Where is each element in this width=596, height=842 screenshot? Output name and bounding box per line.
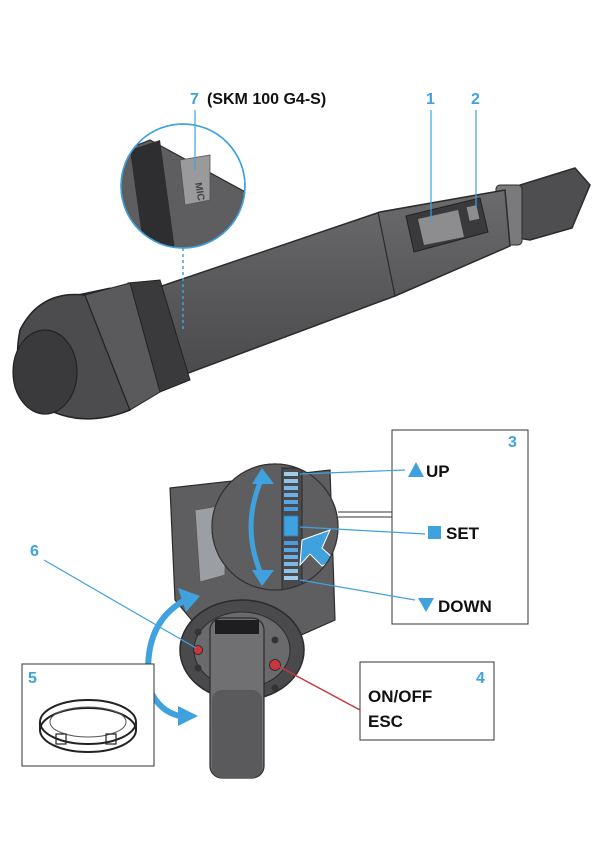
leader-up [299,469,406,475]
box-5 [21,663,155,767]
label-onoff: ON/OFF [368,687,432,706]
leader-down [299,579,416,601]
box-3 [391,429,529,625]
coding-ring-illustration [39,699,137,753]
callout-1: 1 [426,91,435,108]
box-4 [359,661,495,741]
set-square-icon [428,526,441,539]
label-up: UP [426,462,450,481]
mic-head-front [12,329,78,415]
zoom-detail-buttons [211,463,339,591]
callout-4: 4 [476,670,485,687]
zoom-detail-mic-label: MIC [120,123,246,249]
leader-6 [43,559,197,649]
rocker-up[interactable] [284,472,298,511]
callout-7-text: (SKM 100 G4-S) [207,91,326,108]
arrow-down-icon [252,570,274,586]
rotate-arrow-up-head [178,588,200,612]
rocker-down[interactable] [284,541,298,580]
rotate-arrow-down-head [178,706,198,726]
callout-7: 7 [190,91,199,108]
callout-2: 2 [471,91,480,108]
rocker-set[interactable] [283,515,299,537]
mic-label-text: MIC [192,182,206,202]
rocker-curve-arrow [248,476,265,578]
up-triangle-icon [408,462,424,477]
callout-5: 5 [28,670,37,687]
display [418,210,464,245]
leader-4 [277,665,361,711]
onoff-button[interactable] [269,659,281,671]
arrow-up-icon [252,468,274,484]
leader-set [299,526,426,535]
label-esc: ESC [368,712,403,731]
callout-6: 6 [30,543,39,560]
ir-interface [466,205,480,221]
callout-3: 3 [508,434,517,451]
microphone-illustration [12,167,591,420]
down-triangle-icon [418,598,434,612]
label-set: SET [446,524,480,543]
label-down: DOWN [438,597,492,616]
mic-label-plate [179,154,211,206]
